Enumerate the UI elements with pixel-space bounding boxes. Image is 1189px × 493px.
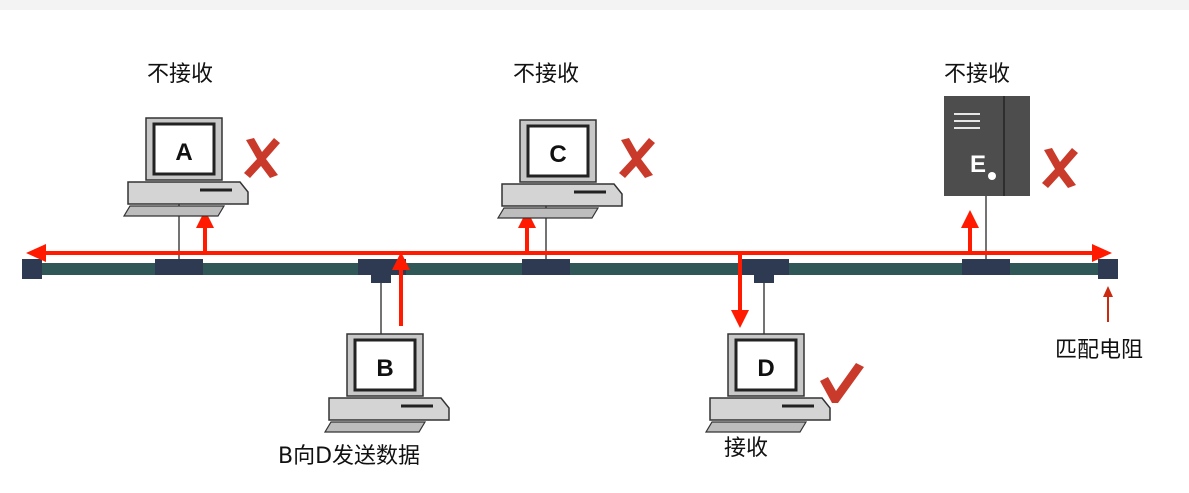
node-label-a: A: [175, 139, 192, 166]
node-label-c: C: [549, 141, 566, 168]
arrow-to-a: [196, 210, 214, 228]
signal-path: [26, 210, 1112, 328]
reject-a-icon: [244, 138, 280, 178]
tap-a: [155, 259, 203, 275]
tap-b: [358, 259, 406, 275]
server-e: [944, 96, 1030, 196]
status-label-a: 不接收: [147, 62, 214, 87]
signal-arrow-right: [1092, 244, 1112, 262]
signal-arrow-left: [26, 244, 46, 262]
reject-e-icon: [1042, 148, 1078, 188]
status-label-d: 接收: [724, 436, 769, 461]
computer-b: [323, 332, 451, 434]
tap-e: [962, 259, 1010, 275]
computer-c: [496, 118, 624, 220]
tap-d: [741, 259, 789, 275]
arrow-to-c: [518, 210, 536, 228]
left-terminator: [22, 259, 42, 279]
status-label-e: 不接收: [944, 62, 1011, 87]
tap-c: [522, 259, 570, 275]
arrow-to-d: [731, 310, 749, 328]
computer-d: [704, 332, 832, 434]
reject-marks: [244, 138, 1078, 188]
node-label-b: B: [376, 355, 393, 382]
right-terminator: [1098, 259, 1118, 279]
reject-c-icon: [619, 138, 655, 178]
computer-a: [122, 116, 250, 218]
accept-d-icon: [820, 363, 864, 403]
node-label-e: E: [970, 151, 986, 178]
terminator-label: 匹配电阻: [1055, 338, 1144, 363]
status-label-c: 不接收: [513, 62, 580, 87]
caption-b: B向D发送数据: [278, 444, 421, 469]
terminator-pointer: [1103, 286, 1113, 322]
arrow-to-e: [961, 210, 979, 228]
node-label-d: D: [757, 355, 774, 382]
arrow-from-b: [392, 252, 410, 270]
